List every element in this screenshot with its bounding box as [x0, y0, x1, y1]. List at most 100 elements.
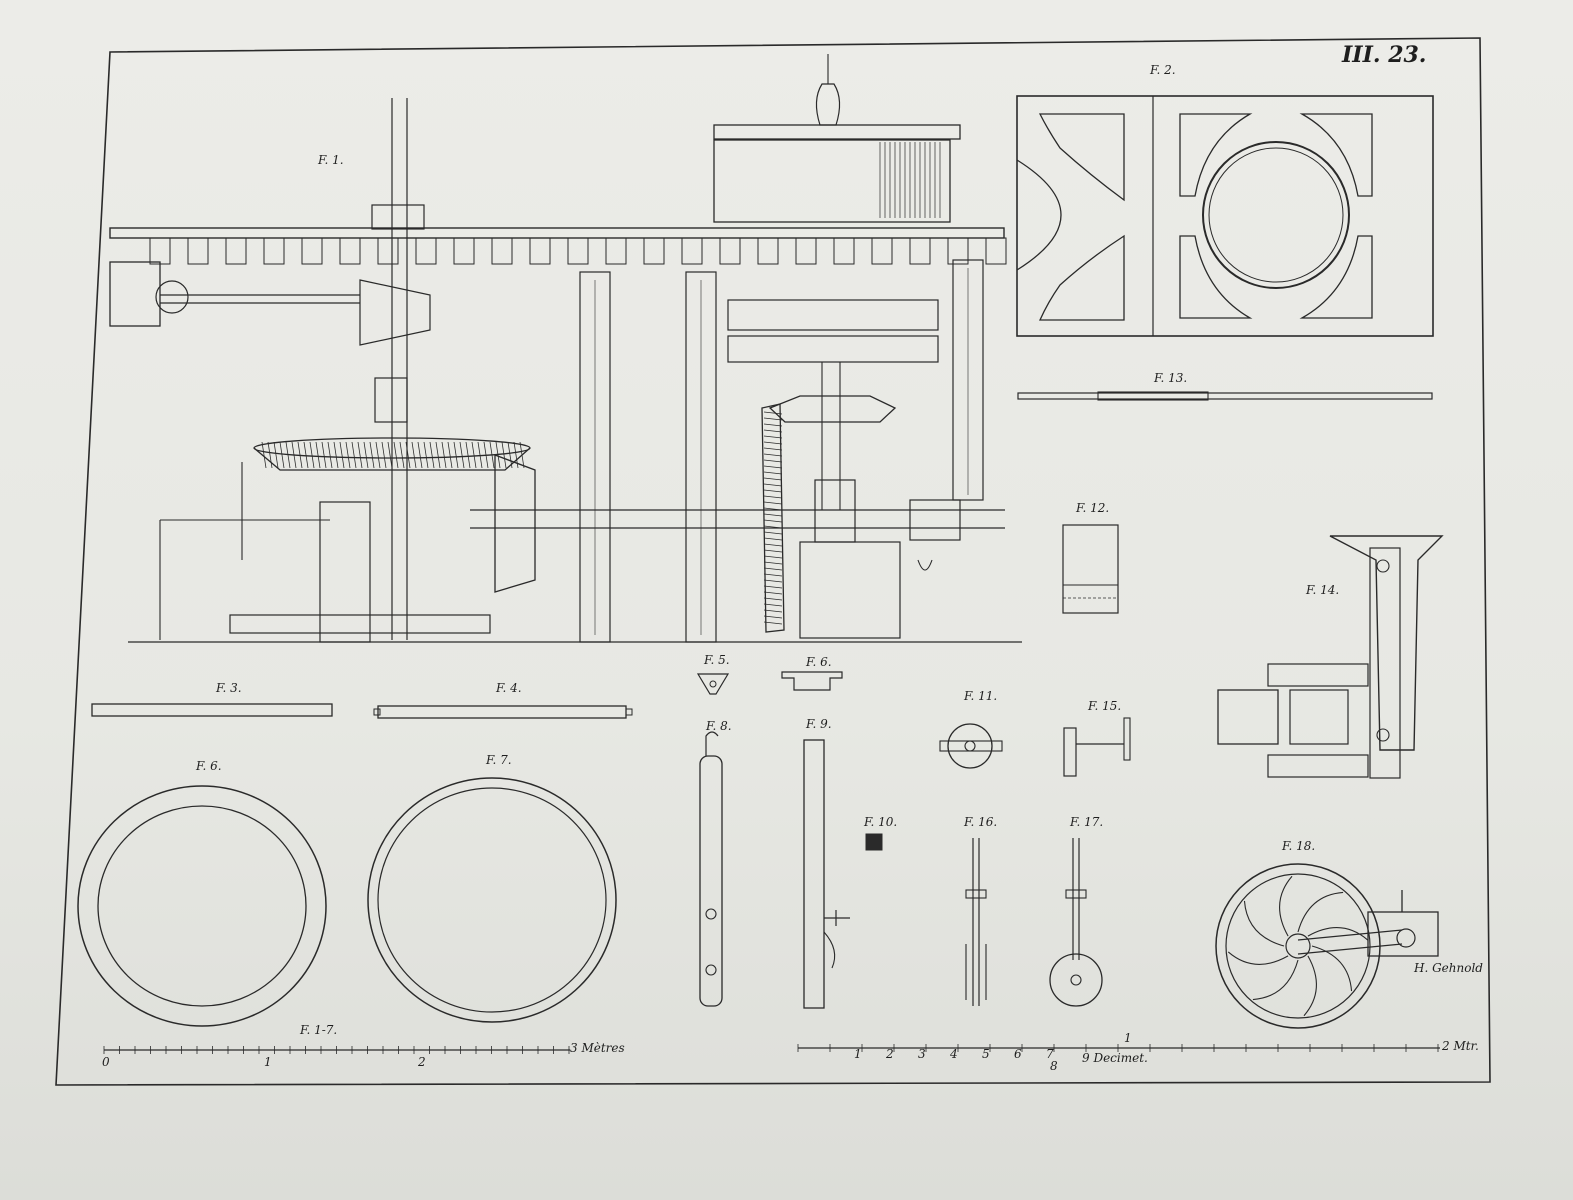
engraver-signature: H. Gehnold — [1413, 961, 1483, 975]
scale-left-caption: F. 1-7. — [299, 1023, 337, 1037]
joist-block — [339, 237, 361, 265]
gear-tooth — [315, 441, 321, 469]
label-f1: F. 1. — [317, 153, 344, 167]
gear-tooth — [489, 441, 495, 469]
scale-right-tick-6: 6 — [1014, 1047, 1022, 1061]
gear-tooth — [763, 429, 783, 433]
scale-right-tick-3: 3 — [918, 1047, 926, 1061]
gear-tooth — [763, 615, 783, 619]
label-f8: F. 8. — [705, 719, 732, 733]
gear-tooth — [763, 411, 783, 415]
gear-tooth — [763, 555, 783, 559]
gear-tooth — [465, 441, 471, 469]
gear-tooth — [321, 441, 327, 469]
gear-tooth — [763, 459, 783, 463]
gear-tooth — [423, 441, 429, 469]
scale-right-tick-4: 4 — [949, 1047, 958, 1061]
gear-tooth — [763, 579, 783, 583]
scale-bar-left: F. 1-7. 3 Mètres 0 1 2 — [102, 1023, 625, 1069]
gear-tooth — [513, 441, 519, 469]
scale-right-tick-2: 2 — [885, 1047, 894, 1061]
joist-block — [263, 237, 285, 265]
gear-tooth — [763, 453, 783, 457]
gear-tooth — [369, 441, 375, 469]
gear-tooth — [429, 441, 435, 469]
gear-tooth — [399, 441, 405, 469]
label-f6-small: F. 6. — [805, 655, 832, 669]
joist-block — [415, 237, 437, 265]
gear-tooth — [763, 567, 783, 571]
figure-11-pulley — [939, 723, 1003, 769]
joist-block — [377, 237, 399, 265]
wheel-vane — [1279, 875, 1293, 937]
joist-block — [225, 237, 247, 265]
gear-tooth — [363, 441, 369, 469]
gear-tooth — [339, 441, 345, 469]
joist-block — [453, 237, 475, 265]
joist-block — [187, 237, 209, 265]
gear-tooth — [309, 441, 315, 469]
gear-tooth — [285, 441, 291, 469]
gear-tooth — [471, 441, 477, 469]
gear-tooth — [507, 441, 513, 469]
joist-block — [681, 237, 703, 265]
figure-14-bracket — [1217, 535, 1444, 779]
figure-12-block — [1062, 524, 1119, 614]
label-f6-ring: F. 6. — [195, 759, 222, 773]
gear-tooth — [763, 423, 783, 427]
gear-tooth — [763, 603, 783, 607]
gear-tooth — [763, 519, 783, 523]
crown-wheel-teeth — [261, 441, 525, 469]
gear-tooth — [303, 441, 309, 469]
scale-right-tick-5: 5 — [982, 1047, 990, 1061]
plate-number: III. 23. — [1341, 42, 1426, 68]
joist-block — [491, 237, 513, 265]
gear-tooth — [763, 507, 783, 511]
gear-tooth — [763, 417, 783, 421]
gear-tooth — [763, 585, 783, 589]
gear-tooth — [327, 441, 333, 469]
figure-8-lever — [699, 731, 723, 1007]
figure-6-bracket — [781, 671, 843, 691]
figure-9-lever — [803, 739, 850, 1009]
figure-2-bedplate — [1016, 95, 1434, 337]
scale-right-tick-1: 1 — [854, 1047, 862, 1061]
label-f12: F. 12. — [1075, 501, 1109, 515]
gear-tooth — [763, 501, 783, 505]
figure-10-square — [865, 833, 883, 851]
gear-tooth — [441, 441, 447, 469]
wheel-vane — [1252, 959, 1299, 1001]
joist-block — [301, 237, 323, 265]
scale-left-tick-2: 2 — [417, 1055, 426, 1069]
wheel-vane — [1243, 900, 1285, 947]
wheel-vane — [1297, 891, 1344, 933]
gear-tooth — [763, 489, 783, 493]
gear-tooth — [763, 621, 783, 625]
gear-tooth — [763, 531, 783, 535]
label-f18: F. 18. — [1281, 839, 1315, 853]
gear-tooth — [501, 441, 507, 469]
gear-tooth — [763, 435, 783, 439]
label-f10: F. 10. — [863, 815, 897, 829]
label-f15: F. 15. — [1087, 699, 1121, 713]
vertical-wheel-teeth — [763, 411, 783, 625]
gear-tooth — [763, 525, 783, 529]
gear-tooth — [387, 441, 393, 469]
joist-block — [795, 237, 817, 265]
wheel-vanes — [1227, 875, 1369, 1017]
figure-17-roller — [1049, 838, 1103, 1007]
wheel-vane — [1311, 945, 1353, 992]
figure-16-spindle — [965, 838, 987, 1006]
gear-tooth — [417, 441, 423, 469]
gear-tooth — [375, 441, 381, 469]
joist-block — [643, 237, 665, 265]
label-f16: F. 16. — [963, 815, 997, 829]
figure-13-rod — [1017, 391, 1433, 401]
figure-3-bar — [91, 703, 333, 717]
gear-tooth — [447, 441, 453, 469]
gear-tooth — [763, 471, 783, 475]
gear-tooth — [763, 573, 783, 577]
gear-tooth — [273, 441, 279, 469]
joist-block — [529, 237, 551, 265]
scale-bar-right: 9 Decimet. 1 2 Mtr. 1 2 3 4 5 6 7 8 — [797, 1031, 1479, 1073]
